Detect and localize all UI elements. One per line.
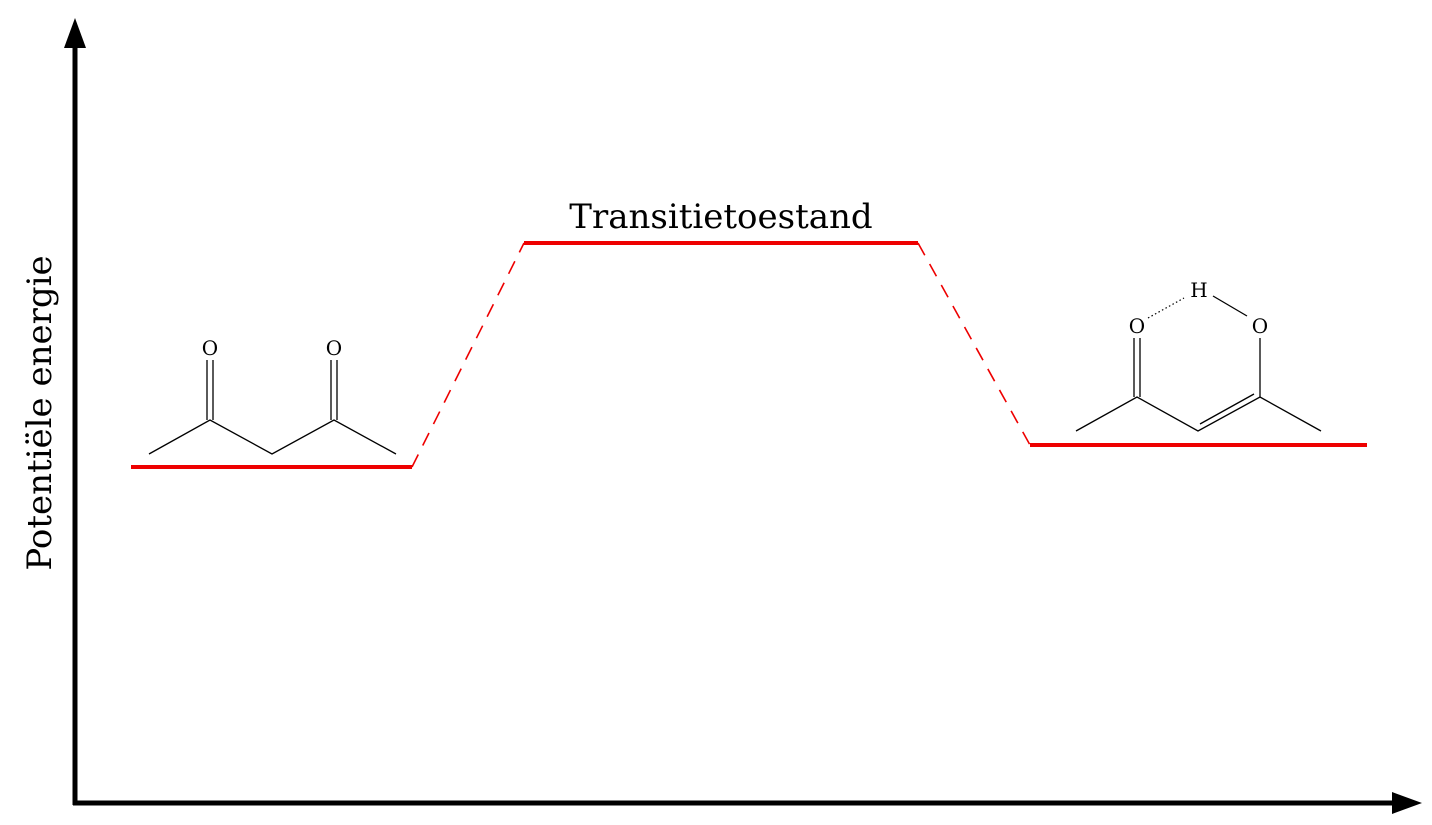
x-axis-arrowhead (1392, 792, 1422, 814)
axes (64, 18, 1422, 814)
product-atom-h: H (1190, 278, 1207, 302)
product-oh-bond (1212, 295, 1248, 317)
reactant-atom-o1: O (202, 336, 218, 360)
reactant-molecule (148, 360, 397, 455)
reactant-atom-o2: O (326, 336, 342, 360)
y-axis-arrowhead (64, 18, 86, 48)
y-axis-label: Potentiële energie (20, 255, 60, 570)
energy-levels (131, 241, 1367, 469)
connector-reactant-ts (411, 242, 525, 468)
product-atom-o1: O (1129, 314, 1145, 338)
product-skeleton (1075, 396, 1322, 432)
reactant-skeleton (148, 419, 397, 455)
product-hydrogen-bond (1147, 297, 1185, 319)
product-atom-o2: O (1252, 314, 1268, 338)
transition-state-label: Transitietoestand (569, 197, 872, 237)
product-cc-double-bond (1199, 393, 1255, 425)
connector-ts-product (917, 242, 1031, 446)
product-molecule (1075, 295, 1322, 432)
